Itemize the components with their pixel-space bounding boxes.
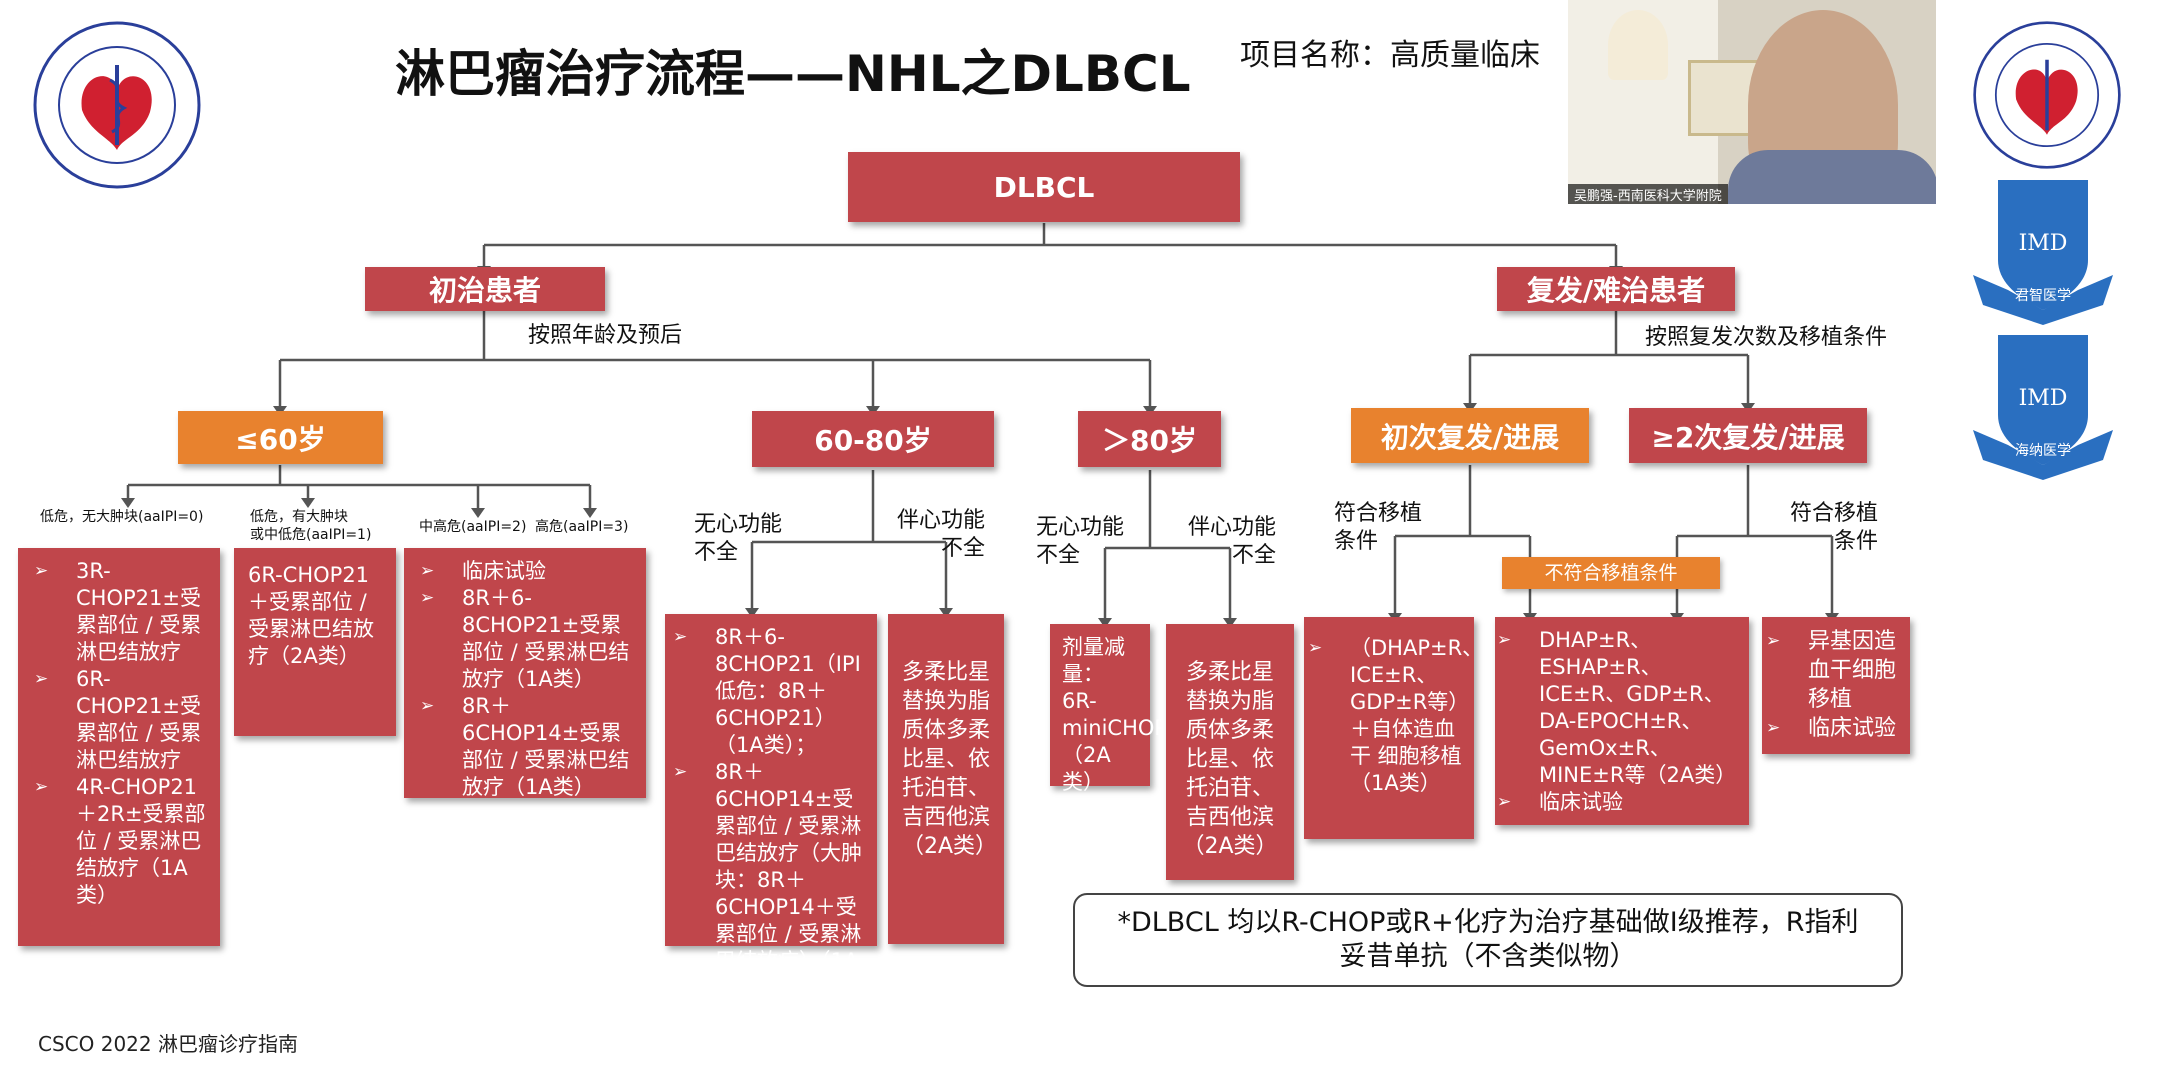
risk-label-high: 高危(aaIPI=3) [535, 519, 629, 535]
label-no-cardiac-2: 无心功能 不全 [1036, 515, 1125, 568]
imd-badge-2: IMD 海纳医学 [1968, 330, 2118, 480]
imd-badge-2-abbr: IMD [2019, 386, 2068, 411]
tx-box-ineligible: DHAP±R、ESHAP±R、ICE±R、GDP±R、DA-EPOCH±R、Ge… [1495, 617, 1749, 825]
node-age-le-60: ≤60岁 [178, 411, 383, 464]
label-transplant-ok-2: 符合移植 条件 [1790, 501, 1879, 554]
slide-title: 淋巴瘤治疗流程——NHL之DLBCL [395, 45, 1191, 103]
tx-item: （DHAP±R、ICE±R、GDP±R等）＋自体造血干 细胞移植（1A类） [1308, 635, 1483, 797]
node-dlbcl: DLBCL [848, 152, 1240, 222]
tx-box-60-80-no-cardiac: 8R＋6-8CHOP21（IPI低危：8R＋6CHOP21）（1A类）； 8R＋… [665, 614, 877, 1000]
tx-item: 临床试验 [420, 558, 638, 585]
imd-badge-1: IMD 君智医学 [1968, 175, 2118, 325]
speaker-caption: 吴鹏强-西南医科大学附院 [1568, 184, 1728, 204]
node-first-relapse: 初次复发/进展 [1351, 408, 1589, 463]
tx-item: 3R-CHOP21±受累部位 / 受累淋巴结放疗 [34, 558, 212, 666]
tx-item: 临床试验 [1766, 714, 1902, 743]
label-no-cardiac-1: 无心功能 不全 [694, 512, 783, 565]
tx-item: 6R-CHOP21±受累部位 / 受累淋巴结放疗 [34, 666, 212, 774]
node-newly-diagnosed: 初治患者 [365, 267, 605, 311]
tx-item: 8R＋6CHOP14±受累部位 / 受累淋巴结放疗（1A类） [420, 693, 638, 801]
imd-badge-1-label: 君智医学 [2015, 288, 2071, 304]
source-footer: CSCO 2022 淋巴瘤诊疗指南 [38, 1032, 298, 1056]
risk-label-mid-high: 中高危(aaIPI=2) [419, 519, 527, 535]
risk-label-low-bulky: 低危，有大肿块 或中低危(aaIPI=1) [250, 509, 372, 543]
tx-box-first-relapse-transplant: （DHAP±R、ICE±R、GDP±R等）＋自体造血干 细胞移植（1A类） [1304, 617, 1483, 839]
foundation-logo-right [1972, 20, 2122, 170]
label-transplant-ok-1: 符合移植 条件 [1334, 501, 1423, 554]
relapse-criteria-label: 按照复发次数及移植条件 [1645, 325, 1888, 350]
foundation-logo-left [32, 20, 202, 190]
project-name: 项目名称：高质量临床 [1240, 38, 1540, 73]
tx-item: DHAP±R、ESHAP±R、ICE±R、GDP±R、DA-EPOCH±R、Ge… [1497, 627, 1741, 789]
tx-item: 4R-CHOP21＋2R±受累部位 / 受累淋巴结放疗（1A类） [34, 774, 212, 909]
imd-badge-2-label: 海纳医学 [2015, 443, 2071, 459]
imd-badge-1-abbr: IMD [2019, 231, 2068, 256]
node-age-60-80: 60-80岁 [752, 411, 994, 467]
footnote-text: *DLBCL 均以R-CHOP或R+化疗为治疗基础做I级推荐，R指利妥昔单抗（不… [1117, 907, 1859, 972]
tx-box-age-le60-high: 临床试验 8R＋6-8CHOP21±受累部位 / 受累淋巴结放疗（1A类） 8R… [404, 548, 646, 801]
node-relapse-refractory: 复发/难治患者 [1497, 267, 1735, 311]
tx-item: 异基因造血干细胞移植 [1766, 627, 1902, 714]
tx-box-gt80-no-cardiac: 剂量减量：6R-miniCHOP21（2A类） [1050, 624, 1194, 794]
tx-item: 8R＋6-8CHOP21±受累部位 / 受累淋巴结放疗（1A类） [420, 585, 638, 693]
tx-item: 8R＋6CHOP14±受累部位 / 受累淋巴结放疗（大肿块：8R＋6CHOP14… [673, 759, 869, 1002]
label-transplant-ineligible: 不符合移植条件 [1502, 557, 1720, 589]
tx-box-age-le60-bulky: 6R-CHOP21＋受累部位 / 受累淋巴结放疗（2A类） [234, 548, 396, 736]
newly-criteria-label: 按照年龄及预后 [528, 323, 683, 348]
node-age-gt-80: ＞80岁 [1078, 411, 1221, 467]
risk-label-low: 低危，无大肿块(aaIPI=0) [40, 509, 204, 525]
label-cardiac-2: 伴心功能 不全 [1188, 515, 1277, 568]
label-cardiac-1: 伴心功能 不全 [897, 508, 986, 561]
speaker-video: 吴鹏强-西南医科大学附院 [1568, 0, 1936, 204]
footnote-box: *DLBCL 均以R-CHOP或R+化疗为治疗基础做I级推荐，R指利妥昔单抗（不… [1073, 893, 1903, 987]
tx-box-60-80-cardiac: 多柔比星替换为脂质体多柔比星、依托泊苷、吉西他滨（2A类） [888, 614, 1004, 944]
tx-box-age-le60-low: 3R-CHOP21±受累部位 / 受累淋巴结放疗 6R-CHOP21±受累部位 … [18, 548, 220, 946]
node-second-relapse: ≥2次复发/进展 [1629, 408, 1867, 463]
tx-box-second-relapse-transplant: 异基因造血干细胞移植 临床试验 [1762, 617, 1910, 754]
tx-item: 临床试验 [1497, 789, 1741, 816]
tx-box-gt80-cardiac: 多柔比星替换为脂质体多柔比星、依托泊苷、吉西他滨（2A类） [1166, 624, 1294, 880]
tx-item: 8R＋6-8CHOP21（IPI低危：8R＋6CHOP21）（1A类）； [673, 624, 869, 759]
